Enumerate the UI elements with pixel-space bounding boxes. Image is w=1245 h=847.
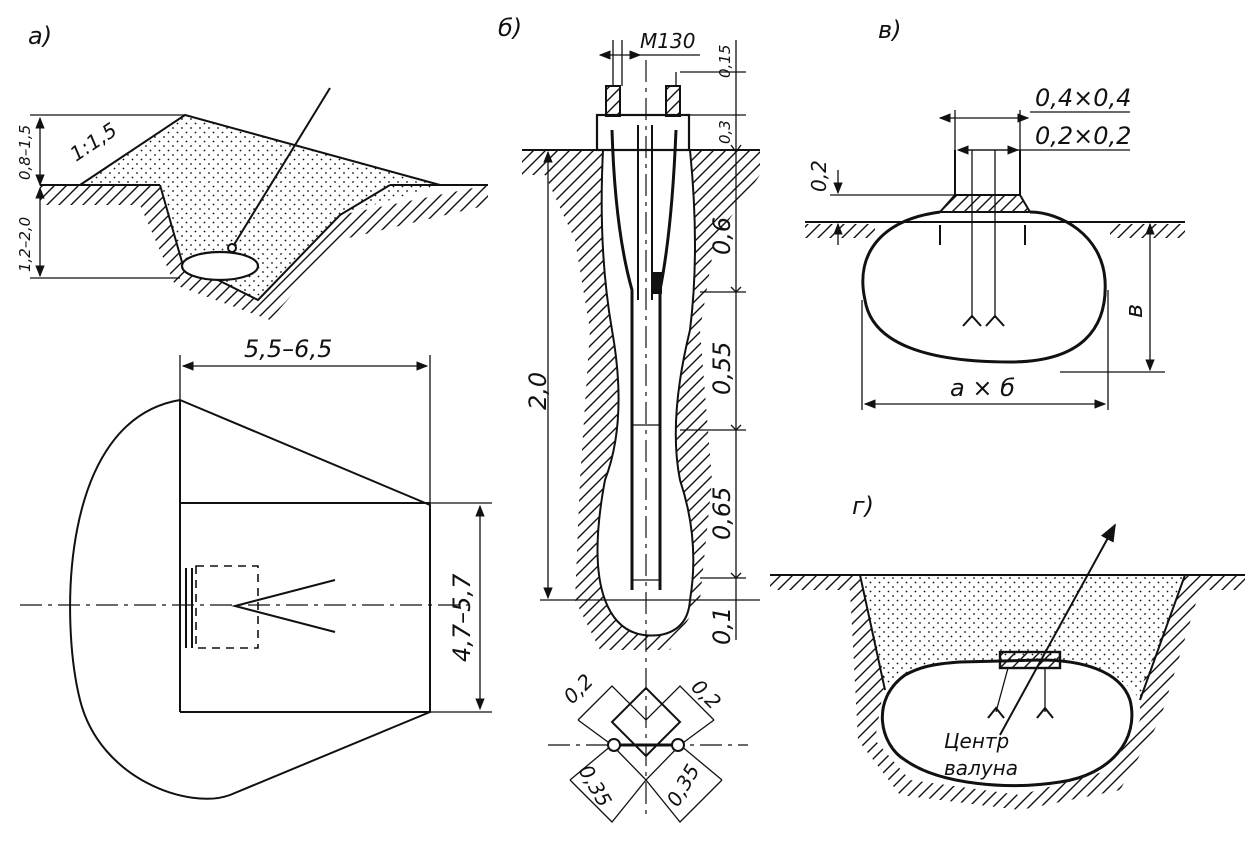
top-charge-left <box>605 85 621 117</box>
outer-sq-text: 0,4×0,4 <box>1035 84 1131 112</box>
center-text-1: Центр <box>944 729 1009 753</box>
panel-a-section: а) 0,8–1,5 1,2–2,0 1:1,5 <box>16 22 488 320</box>
pit-wall-g-left <box>859 574 886 691</box>
plan-b-link-l <box>577 719 613 746</box>
panel-b: б) 2,0 М130 <box>498 14 760 823</box>
mid-charge <box>652 272 662 294</box>
detonator-g-2 <box>1036 706 1054 719</box>
panel-a-label: а) <box>28 22 52 50</box>
depth-dim-text: 1,2–2,0 <box>16 217 34 272</box>
tube-left <box>610 129 634 590</box>
plan-wire-v <box>231 579 336 633</box>
charge-plan-box <box>195 565 259 649</box>
ground-hatch-v-left <box>805 224 875 238</box>
wire-g-1 <box>995 667 1009 713</box>
plan-b-hole-left <box>607 738 621 752</box>
panel-g: г) Центр валуна <box>770 492 1245 810</box>
plan-outline <box>69 398 431 800</box>
seg2-text: 0,55 <box>708 342 736 395</box>
panel-v-label: в) <box>878 16 902 44</box>
direction-arrow-g <box>999 523 1116 736</box>
side-dim-text: 4,7–5,7 <box>448 573 476 662</box>
panel-b-plan: 0,2 0,2 0,35 0,35 <box>548 669 748 823</box>
charge-ellipse-a <box>180 250 260 282</box>
detonator-g-1 <box>987 706 1005 719</box>
ground-hatch-b-left <box>522 150 660 650</box>
plan-c-text: 0,35 <box>574 761 617 812</box>
charge-text: М130 <box>640 29 695 53</box>
borehole-wall-left <box>596 149 661 637</box>
total-depth-text: 2,0 <box>524 372 552 410</box>
ground-hatch-v-right <box>1110 224 1185 238</box>
ground-hatch-a <box>40 185 488 320</box>
panel-a-plan: 5,5–6,5 4,7–5,7 <box>20 335 492 800</box>
pit-outline-a <box>159 184 391 302</box>
top-charge-right <box>665 85 681 117</box>
dim-tick-292 <box>730 286 742 293</box>
top-gap-text: 0,15 <box>716 45 734 78</box>
width-dim-text: 5,5–6,5 <box>244 335 332 363</box>
dim-tick-578 <box>730 572 742 579</box>
charge-g <box>998 650 1062 670</box>
size-text: а × б <box>950 374 1015 402</box>
tube-right <box>658 129 678 590</box>
detonator-v-1 <box>962 314 982 327</box>
plan-d-text: 0,35 <box>662 760 705 811</box>
ground-hatch-g <box>770 575 1245 810</box>
depth-v-text: в <box>1120 304 1148 318</box>
seg1-text: 0,6 <box>708 217 736 255</box>
plan-b-zigzag-top <box>577 685 715 721</box>
plan-b-text: 0,2 <box>686 675 725 714</box>
seg4-text: 0,1 <box>708 607 736 645</box>
detonator-v-2 <box>985 314 1005 327</box>
detonator-wire-a <box>231 87 331 249</box>
plan-b-outer-bottom <box>569 778 723 823</box>
cap-h-text: 0,2 <box>807 160 831 192</box>
dim-tick-152 <box>730 144 742 154</box>
pit-wall-g-right <box>1139 574 1186 701</box>
dim-tick-430 <box>730 424 742 431</box>
ground-hatch-b-right <box>660 150 760 650</box>
plan-b-link-r <box>679 719 715 746</box>
cap-v <box>937 194 1032 213</box>
cap-dim-text: 0,3 <box>716 120 734 144</box>
slope-text: 1:1,5 <box>65 118 121 167</box>
panel-b-label: б) <box>498 14 522 42</box>
panel-v: в) 0,4×0,4 0,2×0,2 0,2 в <box>805 16 1185 410</box>
panel-g-label: г) <box>852 492 874 520</box>
plan-b-hole-right <box>671 738 685 752</box>
detonator-point-a <box>227 243 237 253</box>
inner-sq-text: 0,2×0,2 <box>1035 122 1131 150</box>
plan-a-text: 0,2 <box>559 669 598 708</box>
boulder-v <box>861 210 1107 364</box>
height-dim-text: 0,8–1,5 <box>16 125 34 180</box>
fill-g <box>860 575 1185 700</box>
seg3-text: 0,65 <box>708 487 736 540</box>
center-text-2: валуна <box>944 756 1018 780</box>
